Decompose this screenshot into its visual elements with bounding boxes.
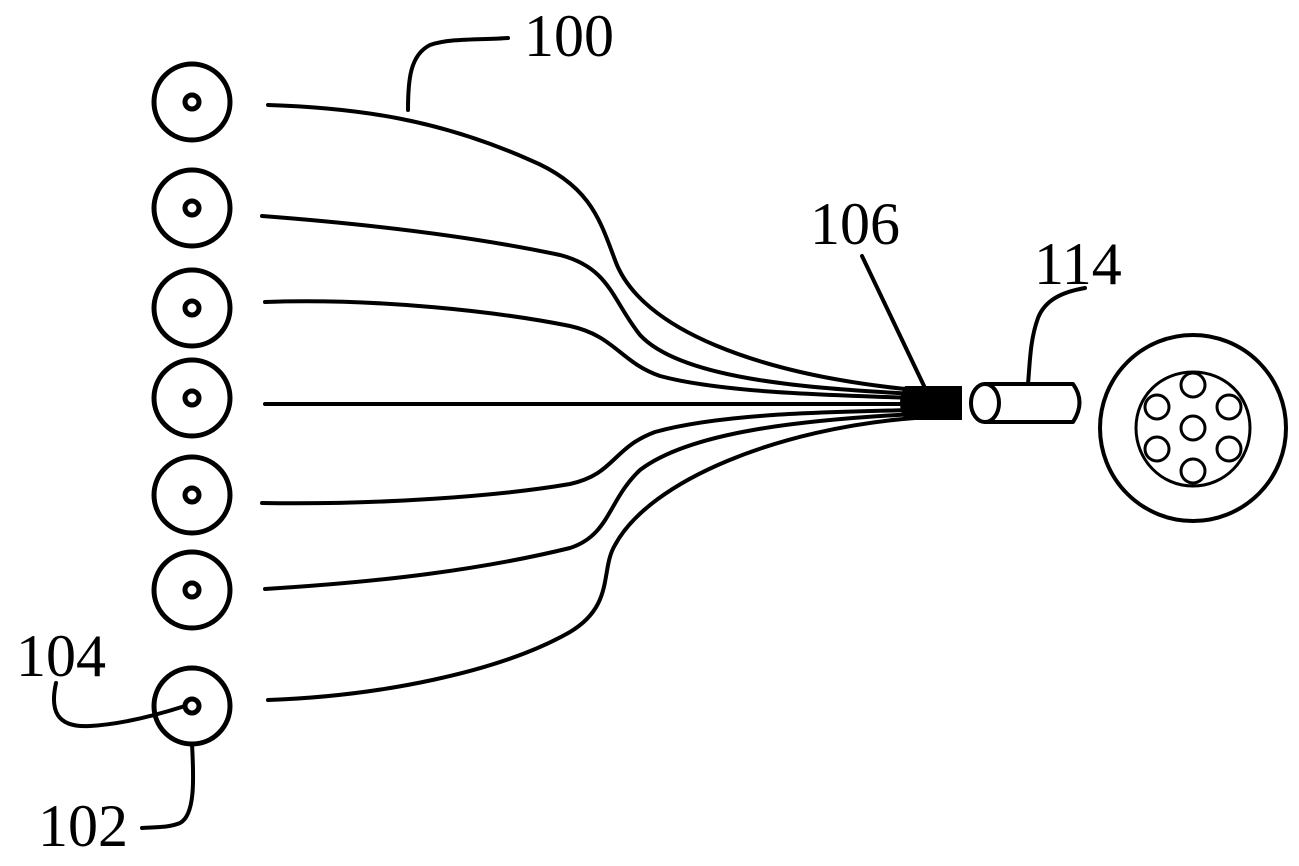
label-106: 106	[810, 191, 900, 257]
leader-114	[1026, 286, 1087, 386]
fiber-line-7	[266, 416, 917, 702]
fiber-end-4	[151, 357, 233, 439]
core-upper-right	[1215, 393, 1243, 421]
fiber-end-5	[151, 454, 233, 536]
core-center	[1179, 414, 1207, 442]
fiber-line-3	[263, 299, 917, 400]
fiber-end-2	[151, 167, 233, 249]
label-114: 114	[1034, 231, 1122, 297]
leader-102	[140, 742, 196, 830]
fiber-end-7	[151, 665, 233, 747]
leader-106	[860, 254, 927, 390]
label-102: 102	[38, 793, 128, 859]
fused-taper	[900, 386, 962, 420]
fiber-line-1	[266, 103, 917, 392]
label-100: 100	[524, 3, 614, 69]
core-upper-left	[1143, 393, 1171, 421]
fiber-line-6	[263, 412, 917, 591]
fiber-end-1	[151, 61, 233, 143]
core-lower-left	[1143, 435, 1171, 463]
core-lower-right	[1215, 435, 1243, 463]
bundle-end-view	[1098, 333, 1288, 523]
label-104: 104	[16, 623, 106, 689]
fiber-line-2	[260, 214, 917, 396]
fiber-end-3	[151, 267, 233, 349]
fiber-end-6	[151, 549, 233, 631]
leader-lines	[51, 36, 1087, 830]
core-top	[1179, 371, 1207, 399]
leader-104	[51, 681, 187, 729]
core-bottom	[1179, 457, 1207, 485]
reference-labels: 100 106 114 104 102	[16, 3, 1122, 859]
fiber-line-5	[260, 408, 917, 506]
fiber-lines	[260, 103, 917, 702]
ferrule-tube	[969, 382, 1082, 424]
leader-100	[406, 36, 510, 112]
fiber-end-faces	[151, 61, 233, 747]
cladding-outline	[1134, 370, 1252, 488]
